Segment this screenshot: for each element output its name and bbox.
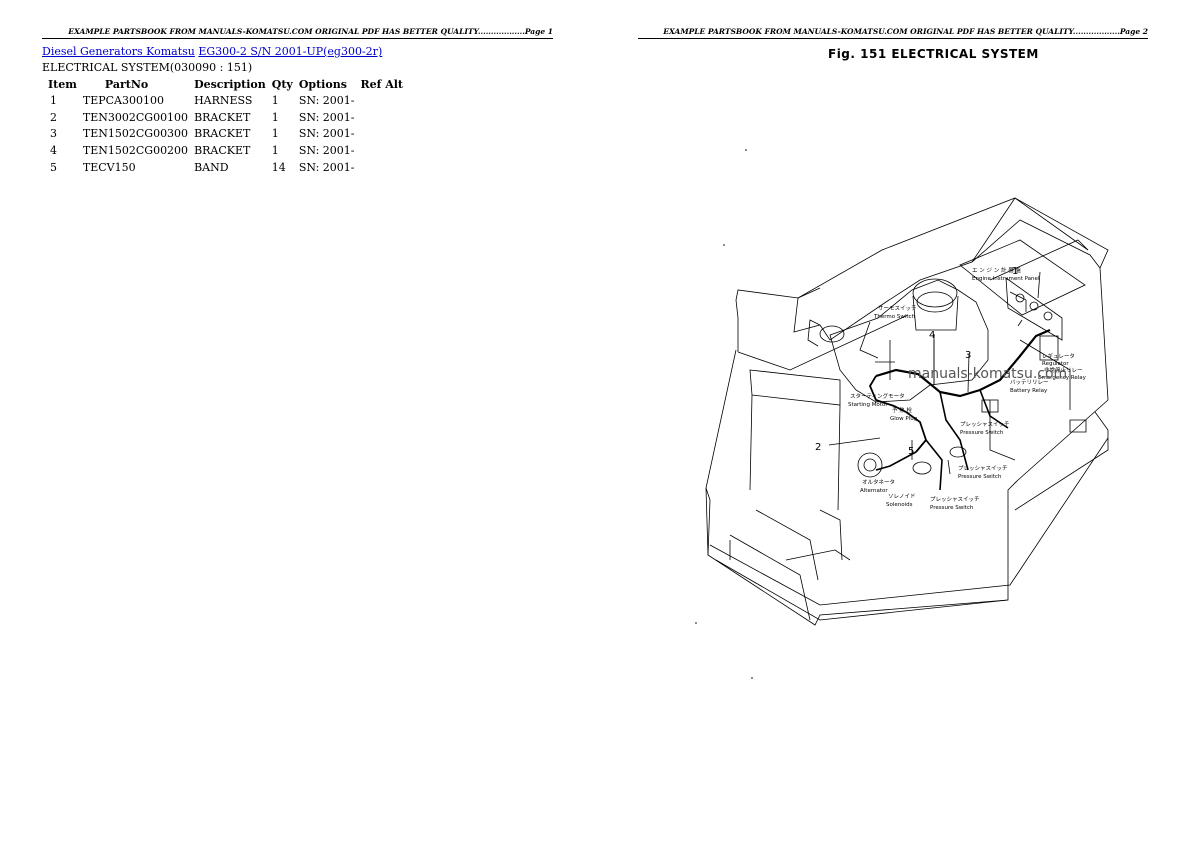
cell-ref-alt bbox=[359, 109, 408, 126]
callout-2: 2 bbox=[815, 442, 821, 453]
watermark: manuals-komatsu.com bbox=[908, 366, 1067, 382]
label-starting-motor-jp: スターティングモータ bbox=[850, 392, 905, 400]
label-thermo-jp: サーモスイッチ bbox=[878, 305, 917, 312]
cell-options: SN: 2001- bbox=[298, 144, 355, 158]
col-qty: Qty bbox=[271, 77, 293, 91]
cell-qty: 14 bbox=[271, 161, 286, 175]
cell-options: SN: 2001- bbox=[298, 93, 355, 107]
label-pressure-switch2-jp: プレッシャスイッチ bbox=[958, 465, 1008, 472]
label-emergency-relay: Emergency Relay bbox=[1038, 375, 1087, 381]
label-glow-plug-jp: 予 熱 栓 bbox=[892, 406, 912, 414]
label-emergency-relay-jp: 非常停止リレー bbox=[1044, 366, 1083, 374]
generator-outline bbox=[705, 197, 1109, 626]
cell-ref-alt bbox=[359, 126, 408, 143]
cell-qty: 1 bbox=[271, 127, 279, 141]
col-ref-alt: Ref Alt bbox=[360, 77, 404, 91]
label-starting-motor: Starting Motor bbox=[848, 402, 888, 408]
label-thermo: Thermo Switch bbox=[873, 314, 916, 320]
label-solenoids: Solenoids bbox=[886, 502, 913, 508]
breadcrumb: Diesel Generators Komatsu EG300-2 S/N 20… bbox=[42, 45, 382, 58]
cell-options: SN: 2001- bbox=[298, 161, 355, 175]
label-regulator: Regulator bbox=[1042, 361, 1069, 367]
breadcrumb-link-category[interactable]: Diesel Generators Komatsu bbox=[42, 45, 195, 58]
cell-partno: TEPCA300100 bbox=[82, 93, 164, 107]
label-glow-plug: Glow Plug bbox=[890, 416, 917, 422]
label-pressure-switch1: Pressure Switch bbox=[960, 430, 1004, 436]
cell-partno: TEN1502CG00300 bbox=[82, 127, 189, 141]
col-item: Item bbox=[48, 77, 77, 91]
cell-description: BRACKET bbox=[194, 144, 251, 158]
cell-item: 2 bbox=[50, 110, 57, 124]
label-solenoids-jp: ソレノイド bbox=[888, 494, 916, 500]
col-description: Description bbox=[194, 77, 266, 91]
cell-item: 5 bbox=[50, 161, 57, 175]
label-regulator-jp: レギュレータ bbox=[1042, 352, 1075, 360]
label-pressure-switch3-jp: プレッシャスイッチ bbox=[930, 496, 980, 503]
cell-options: SN: 2001- bbox=[298, 127, 355, 141]
cell-item: 1 bbox=[50, 93, 57, 107]
figure-title: Fig. 151 ELECTRICAL SYSTEM bbox=[828, 47, 1039, 61]
table-row: 3 TEN1502CG00300 BRACKET 1 SN: 2001- bbox=[46, 126, 407, 143]
label-battery-relay-jp: バッテリリレー bbox=[1010, 379, 1049, 386]
label-pressure-switch2: Pressure Switch bbox=[958, 474, 1002, 480]
table-row: 5 TECV150 BAND 14 SN: 2001- bbox=[46, 159, 407, 176]
label-engine-panel-jp: エ ン ジ ン 計 器 盤 bbox=[972, 266, 1021, 274]
cell-partno: TEN3002CG00100 bbox=[82, 110, 189, 124]
cell-ref-alt bbox=[359, 142, 408, 159]
electrical-system-figure: Fig. 151 ELECTRICAL SYSTEM bbox=[690, 40, 1130, 680]
cell-description: BRACKET bbox=[194, 110, 251, 124]
label-alternator: Alternator bbox=[860, 488, 888, 494]
cell-qty: 1 bbox=[271, 93, 279, 107]
table-row: 1 TEPCA300100 HARNESS 1 SN: 2001- bbox=[46, 92, 407, 109]
cell-qty: 1 bbox=[271, 110, 279, 124]
cell-options: SN: 2001- bbox=[298, 110, 355, 124]
callout-1: 1 bbox=[1012, 266, 1018, 277]
table-row: 2 TEN3002CG00100 BRACKET 1 SN: 2001- bbox=[46, 109, 407, 126]
col-options: Options bbox=[298, 77, 347, 91]
cell-description: BAND bbox=[194, 161, 229, 175]
callout-4: 4 bbox=[929, 330, 935, 341]
cell-item: 3 bbox=[50, 127, 57, 141]
page-header-1: EXAMPLE PARTSBOOK FROM MANUALS-KOMATSU.C… bbox=[42, 26, 553, 39]
table-row: 4 TEN1502CG00200 BRACKET 1 SN: 2001- bbox=[46, 142, 407, 159]
cell-partno: TECV150 bbox=[82, 161, 136, 175]
cell-qty: 1 bbox=[271, 144, 279, 158]
callout-5: 5 bbox=[908, 446, 914, 457]
page-header-2: EXAMPLE PARTSBOOK FROM MANUALS-KOMATSU.C… bbox=[638, 26, 1148, 39]
callout-3: 3 bbox=[965, 350, 971, 361]
figure-drawing: Fig. 151 ELECTRICAL SYSTEM bbox=[695, 47, 1109, 679]
cell-ref-alt bbox=[359, 92, 408, 109]
col-partno: PartNo bbox=[104, 77, 149, 91]
cell-partno: TEN1502CG00200 bbox=[82, 144, 189, 158]
cell-description: BRACKET bbox=[194, 127, 251, 141]
breadcrumb-link-model[interactable]: EG300-2 S/N 2001-UP(eg300-2r) bbox=[198, 45, 383, 58]
label-engine-panel: Engine Instrument Panel bbox=[972, 276, 1040, 282]
label-pressure-switch1-jp: プレッシャスイッチ bbox=[960, 421, 1010, 428]
label-alternator-jp: オルタネータ bbox=[862, 478, 895, 486]
cell-item: 4 bbox=[50, 144, 57, 158]
cell-description: HARNESS bbox=[194, 93, 253, 107]
label-pressure-switch3: Pressure Switch bbox=[930, 505, 974, 511]
cell-ref-alt bbox=[359, 159, 408, 176]
label-battery-relay: Battery Relay bbox=[1010, 388, 1048, 394]
parts-table: Item PartNo Description Qty Options Ref … bbox=[46, 76, 407, 176]
section-title: ELECTRICAL SYSTEM(030090 : 151) bbox=[42, 61, 253, 74]
table-header-row: Item PartNo Description Qty Options Ref … bbox=[46, 76, 407, 92]
